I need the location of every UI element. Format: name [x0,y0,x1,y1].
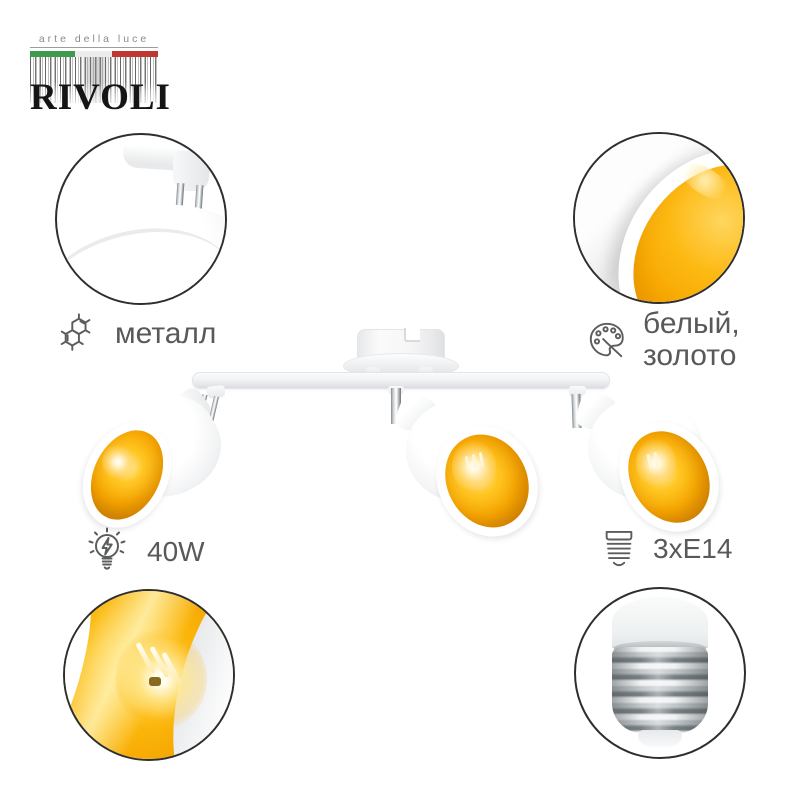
detail-circle-filament [63,589,235,761]
molecule-icon [60,313,91,351]
socket-label: 3xE14 [653,533,733,565]
colors-line1: белый, [643,307,740,340]
feature-wattage: 40W [82,527,205,577]
colors-line2: золото [643,338,737,372]
lamp-base-icon [605,530,633,567]
canopy-notch [404,328,420,342]
brand-logo: arte della luce RIVOLI [30,33,170,118]
left-lamp-bulb-glow [102,444,134,480]
closeup-metal-sheen [612,647,708,733]
detail-circle-arm [55,133,227,305]
closeup-bulb-glow [115,629,207,729]
detail-circle-socket [574,587,746,759]
filament-base [149,677,161,686]
wattage-label: 40W [147,536,205,568]
detail-circle-shade [573,132,745,304]
barcode-lines [30,57,158,103]
colors-label: белый,золото [643,308,740,372]
feature-socket: 3xE14 [600,527,732,571]
closeup-base-tip [638,730,682,747]
italian-flag-stripe [30,51,158,57]
brand-tagline: arte della luce [30,33,158,48]
brand-name: RIVOLI [30,77,171,118]
material-label: металл [115,317,217,351]
palette-icon [589,322,624,357]
bulb-power-icon [88,527,126,570]
center-chrome-rod [391,388,401,424]
feature-colors: белый,золото [586,308,740,372]
feature-material: металл [54,311,216,357]
